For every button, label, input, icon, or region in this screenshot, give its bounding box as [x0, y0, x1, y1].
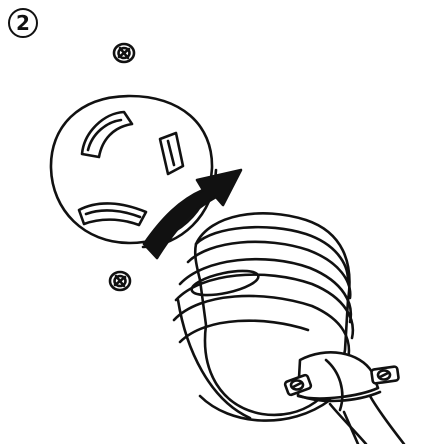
top-screw-icon [114, 44, 134, 62]
locking-receptacle-icon [51, 96, 216, 247]
bottom-screw-icon [110, 272, 130, 290]
cord-and-clamp-icon [298, 352, 404, 444]
